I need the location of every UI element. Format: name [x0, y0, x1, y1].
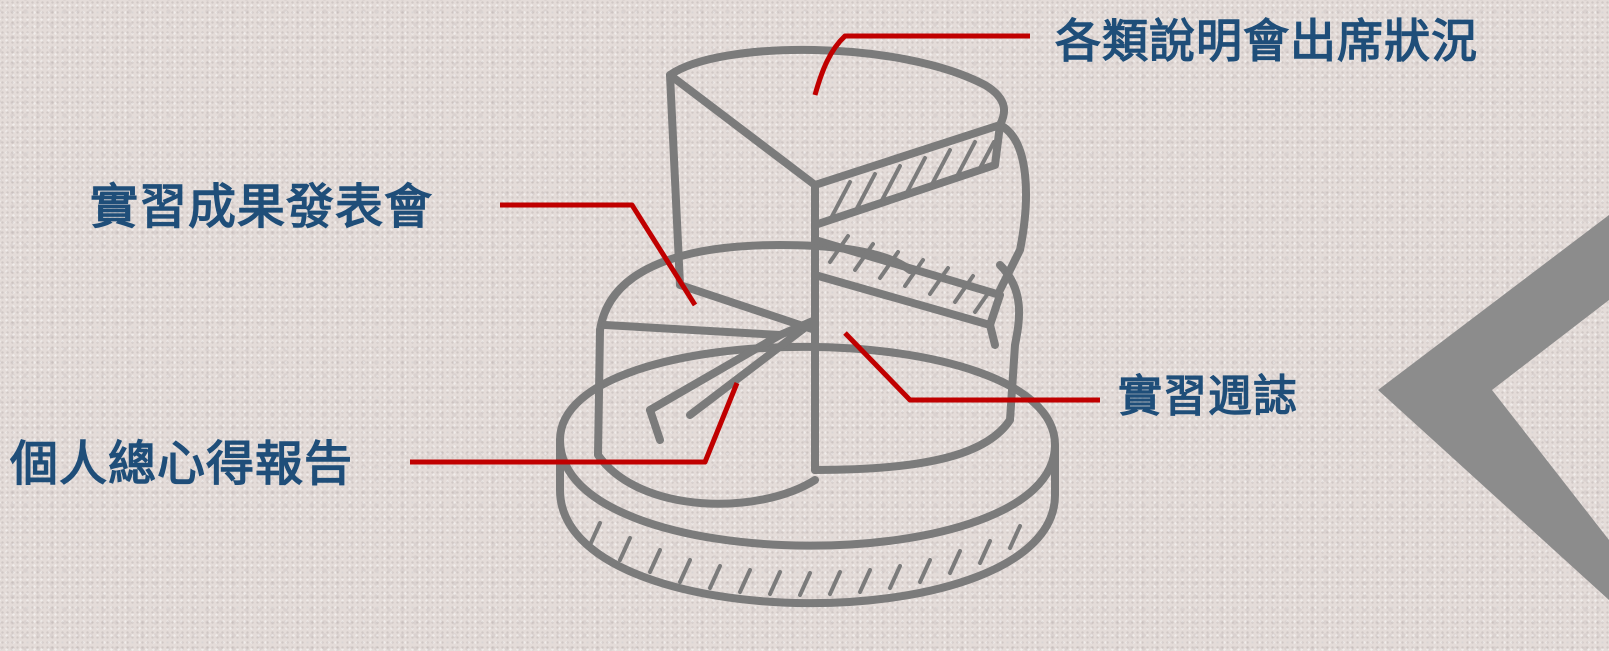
sliced-cake-sketch — [556, 45, 1059, 608]
label-internship-presentation: 實習成果發表會 — [90, 179, 434, 235]
upper-tier-right-side — [996, 121, 1030, 294]
lower-tier-right-side — [811, 261, 1024, 474]
leader-line-top-right — [812, 33, 1030, 96]
label-briefing-attendance: 各類說明會出席狀況 — [1055, 14, 1478, 68]
middle-wedge — [811, 236, 1004, 329]
leader-line-left-top — [500, 202, 698, 307]
upper-tier-top — [666, 45, 1009, 129]
leader-line-right — [843, 331, 1100, 403]
base-rim-hatching — [588, 521, 1022, 597]
leader-line-left-bottom — [410, 382, 740, 465]
upper-tier-left-face — [666, 71, 819, 334]
upper-wedge-top — [811, 121, 1004, 229]
middle-wedge-back — [986, 321, 999, 349]
label-personal-report: 個人總心得報告 — [10, 436, 354, 492]
lower-tier-left-side — [594, 326, 819, 508]
label-weekly-journal: 實習週誌 — [1118, 371, 1298, 422]
lower-wedge-side — [646, 406, 664, 444]
leader-lines — [410, 33, 1100, 465]
cut-face-hatching — [828, 140, 996, 314]
cake-base-rim — [556, 436, 1059, 608]
chevron-arrow-icon — [1378, 215, 1609, 600]
